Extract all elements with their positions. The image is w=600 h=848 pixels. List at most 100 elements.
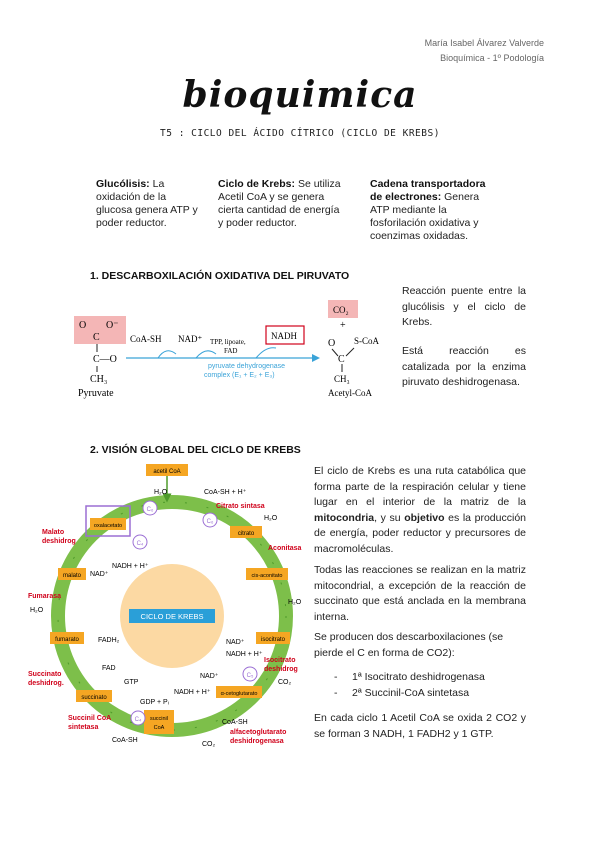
enzyme-malato-1: Malato — [42, 529, 64, 536]
acetyl-ch3: CH₃ — [334, 374, 350, 384]
enzyme-malato-2: deshidrog — [42, 538, 76, 545]
box-cisaconitato — [246, 568, 288, 580]
box-akg — [216, 686, 262, 698]
c6-right: C₆ — [207, 519, 214, 525]
enzyme-akg-2: deshidrogenasa — [230, 738, 284, 745]
nadh-highlight-box — [265, 325, 305, 345]
co2-iso: CO₂ — [278, 679, 292, 686]
label-cisaconitato: cis-aconitato — [252, 573, 283, 579]
brand-title: bioquimica — [182, 74, 418, 116]
acetyl-o: O — [328, 338, 335, 349]
section2-paragraph-1: El ciclo de Krebs es una ruta catabólica… — [314, 464, 526, 557]
coash-akg: CoA-SH — [222, 719, 248, 726]
pyruvate-co: C—O — [93, 354, 117, 365]
label-acetylcoa: acetil CoA — [153, 469, 180, 475]
decarboxylation-list: 1ª Isocitrato deshidrogenasa 2ª Succinil… — [334, 669, 524, 701]
header-meta: María Isabel Álvarez Valverde Bioquímica… — [425, 36, 544, 66]
enzyme-succinil-1: Succinil CoA — [68, 715, 111, 722]
co2-akg: CO₂ — [202, 741, 216, 748]
pyruvate-ch3: CH₃ — [90, 374, 107, 385]
nadh-iso: NADH + H⁺ — [226, 651, 263, 658]
tpp-label: TPP, lipoate, — [210, 338, 246, 346]
pyruvate-o: O — [79, 320, 86, 331]
krebs-cycle-diagram: CICLO DE KREBS acetil CoA H₂O CoA-SH + H… — [28, 464, 302, 748]
enzyme-akg-1: alfacetoglutarato — [230, 729, 286, 736]
label-oxalacetato: oxalacetato — [94, 523, 122, 529]
enzyme-succinato-1: Succinato — [28, 671, 61, 678]
c6-top: C₆ — [147, 507, 154, 513]
intro-text-2: Se utiliza Acetil CoA y se genera cierta… — [218, 178, 341, 229]
label-isocitrato: isocitrato — [261, 637, 286, 643]
intro-term-2: Ciclo de Krebs: — [218, 178, 296, 190]
intro-text-1: La oxidación de la glucosa genera ATP y … — [96, 178, 198, 229]
coash-label: CoA-SH — [130, 334, 162, 344]
section2-title: 2. VISIÓN GLOBAL DEL CICLO DE KREBS — [90, 444, 301, 456]
box-fumarato — [50, 632, 84, 644]
enzyme-citrato-sintasa: Citrato sintasa — [216, 503, 265, 510]
h2o-right-2: H₂O — [288, 599, 302, 606]
nad-label: NAD⁺ — [178, 334, 202, 344]
nad-akg: NAD⁺ — [200, 673, 219, 680]
acetylcoa-label: Acetyl-CoA — [328, 388, 372, 398]
box-citrato — [230, 526, 262, 538]
c4-left: C₄ — [137, 541, 144, 547]
label-malato: malato — [63, 573, 82, 579]
fad-label: FAD — [102, 665, 116, 672]
label-succinilcoa-1: succinil — [150, 716, 168, 722]
intro-text-3: Genera ATP mediante la fosforilación oxi… — [370, 191, 480, 242]
gdp-label: GDP + Pᵢ — [140, 699, 169, 706]
center-label-bg — [129, 609, 215, 623]
cycle-ring-arrows — [57, 501, 287, 731]
list-item: 1ª Isocitrato deshidrogenasa — [334, 669, 524, 685]
enzyme-succinil-2: sintetasa — [68, 724, 98, 731]
co2-highlight — [328, 300, 358, 318]
label-succinato: succinato — [81, 695, 107, 701]
section1-title: 1. DESCARBOXILACIÓN OXIDATIVA DEL PIRUVA… — [90, 270, 350, 282]
enzyme-isocitrato-2: deshidrog — [264, 666, 298, 673]
course-name: Bioquímica - 1º Podología — [440, 53, 544, 63]
intro-cadena: Cadena transportadora de electrones: Gen… — [370, 178, 500, 243]
co2-label: CO₂ — [333, 305, 349, 315]
h2o-left: H₂O — [30, 607, 44, 614]
box-isocitrato — [256, 632, 290, 644]
coash-suc: CoA-SH — [112, 737, 138, 744]
s2-p1-mitocondria: mitocondria — [314, 511, 375, 524]
pyruvate-o-minus: O⁻ — [106, 320, 119, 331]
nadh-label: NADH — [271, 331, 297, 341]
fadh2-label: FADH₂ — [98, 637, 120, 644]
h2o-right-1: H₂O — [264, 515, 278, 522]
author-name: María Isabel Álvarez Valverde — [424, 38, 544, 48]
page-subtitle: T5 : CICLO DEL ÁCIDO CÍTRICO (CICLO DE K… — [160, 128, 440, 139]
enzyme-fumarasa: Fumarasa — [28, 593, 61, 600]
enzyme-label-1: pyruvate dehydrogenase — [208, 363, 285, 370]
label-fumarato: fumarato — [55, 637, 79, 643]
acetyl-c: C — [338, 354, 345, 365]
nad-iso: NAD⁺ — [226, 639, 245, 646]
intro-term-3: Cadena transportadora de electrones: — [370, 178, 486, 203]
intro-term-1: Glucólisis: — [96, 178, 150, 190]
s2-p1-e: es la producción de energía, poder reduc… — [314, 511, 526, 555]
section1-paragraph-2: Está reacción es catalizada por la enzim… — [402, 345, 526, 388]
enzyme-succinato-2: deshidrog. — [28, 680, 64, 687]
pyruvate-reaction-diagram: O O⁻ C C—O CH₃ Pyruvate CoA-SH NAD⁺ TPP,… — [74, 300, 380, 399]
box-succinilcoa — [144, 710, 174, 734]
pyruvate-highlight — [74, 316, 126, 344]
pyruvate-c1: C — [93, 332, 100, 343]
s2-p1-a: El ciclo de Krebs es una ruta catabólica… — [314, 465, 526, 508]
gtp-label: GTP — [124, 679, 139, 686]
box-succinato — [76, 690, 112, 702]
section2-paragraph-3: Se producen dos descarboxilaciones (se p… — [314, 631, 504, 659]
c4-bottom: C₄ — [135, 717, 142, 723]
nadh-malato: NADH + H⁺ — [112, 563, 149, 570]
intro-krebs: Ciclo de Krebs: Se utiliza Acetil CoA y … — [218, 178, 346, 230]
enzyme-label-2: complex (E₁ + E₂ + E₃) — [204, 372, 275, 379]
section1-paragraph-1: Reacción puente entre la glucólisis y el… — [402, 285, 526, 328]
nadh-akg: NADH + H⁺ — [174, 689, 211, 696]
section2-paragraph-4: En cada ciclo 1 Acetil CoA se oxida 2 CO… — [314, 712, 526, 740]
plus-sign: + — [340, 320, 346, 331]
scoa-label: S-CoA — [354, 336, 380, 346]
label-akg: α-cetoglutarato — [221, 691, 258, 697]
coash-top: CoA-SH + H⁺ — [204, 489, 247, 496]
box-malato — [58, 568, 86, 580]
h2o-top: H₂O — [154, 489, 168, 496]
